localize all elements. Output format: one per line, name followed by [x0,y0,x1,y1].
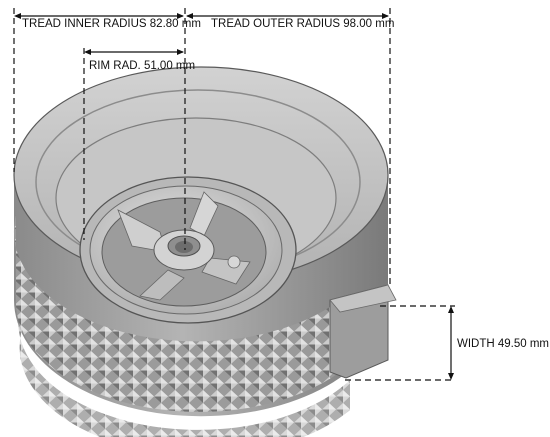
hub-bore-inner [175,241,193,253]
rim-radius-label: RIM RAD. 51.00 mm [89,60,195,72]
arrowheads [14,13,454,380]
tread-blocks-lower [18,300,350,437]
arrowhead [177,13,184,19]
tread-blocks [13,215,340,412]
width-label: WIDTH 49.50 mm [457,338,549,350]
arrowhead [186,13,193,19]
arrowhead [177,49,184,55]
arrowhead [14,13,21,19]
arrowhead [382,13,389,19]
arrowhead [84,49,91,55]
tread-inner-radius-label: TREAD INNER RADIUS 82.80 mm [22,18,201,30]
arrowhead [448,306,454,313]
valve-knob [227,255,241,269]
rim [79,176,297,324]
arrowhead [448,373,454,380]
tread-outer-radius-label: TREAD OUTER RADIUS 98.00 mm [211,18,394,30]
section-cutaway-top [329,284,397,313]
spoke [139,269,185,301]
dimension-lines [13,8,455,381]
